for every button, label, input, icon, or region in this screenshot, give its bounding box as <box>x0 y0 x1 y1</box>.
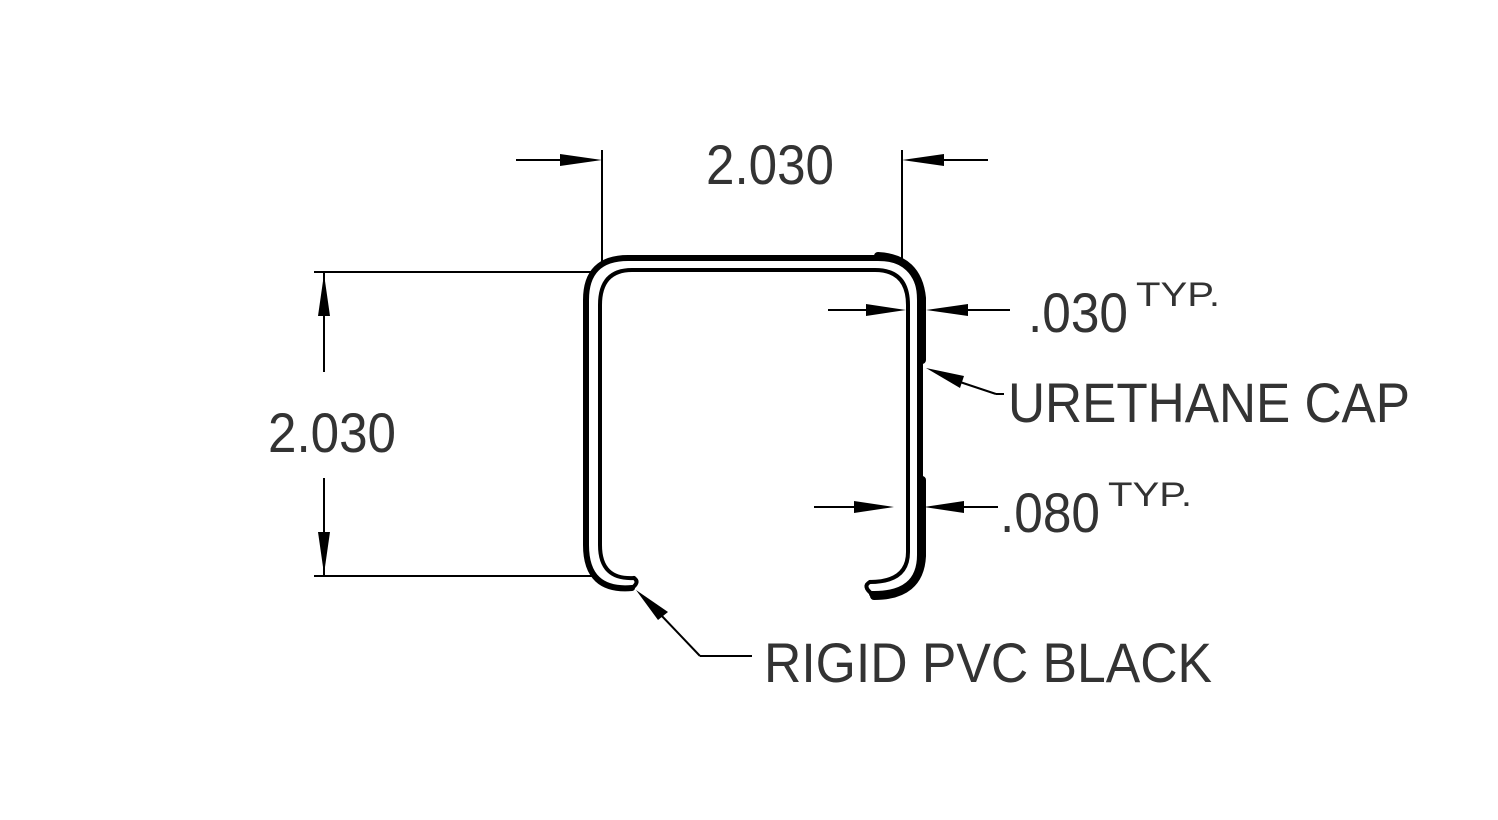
channel-profile <box>583 252 926 600</box>
cap-top-right-thickening <box>874 252 926 364</box>
wall-typ-label: TYP. <box>1108 476 1192 514</box>
wall-thickness-dimension: .080 TYP. <box>814 476 1192 544</box>
right-lip <box>864 580 874 596</box>
wall-arrow-left <box>854 501 894 513</box>
cap-arrow-left <box>866 304 906 316</box>
urethane-cap-leader <box>959 381 997 395</box>
height-arrow-bottom <box>318 532 330 574</box>
width-arrow-right <box>902 154 944 166</box>
wall-arrow-right <box>924 501 964 513</box>
cap-thickness-dimension: .030 TYP. <box>828 276 1220 344</box>
urethane-cap-arrow <box>926 368 964 388</box>
width-label: 2.030 <box>706 133 834 196</box>
height-label: 2.030 <box>268 401 396 464</box>
cap-thickness-label: .030 <box>1028 281 1128 344</box>
rigid-pvc-arrow <box>636 590 668 620</box>
wall-thickness-label: .080 <box>1000 481 1100 544</box>
rigid-pvc-leader <box>659 613 701 657</box>
urethane-cap-label: URETHANE CAP <box>1008 371 1410 434</box>
height-arrow-top <box>318 274 330 316</box>
width-dimension: 2.030 <box>516 133 988 262</box>
rigid-pvc-label: RIGID PVC BLACK <box>764 631 1212 694</box>
left-lip <box>630 576 639 590</box>
cap-typ-label: TYP. <box>1136 276 1220 314</box>
urethane-cap-callout: URETHANE CAP <box>926 368 1410 434</box>
cap-bottom-right-thickening <box>870 476 926 600</box>
height-dimension: 2.030 <box>268 271 592 577</box>
width-arrow-left <box>560 154 602 166</box>
rigid-pvc-callout: RIGID PVC BLACK <box>636 590 1212 694</box>
rigid-pvc-inner-outline <box>598 268 910 584</box>
cap-arrow-right <box>926 304 968 316</box>
